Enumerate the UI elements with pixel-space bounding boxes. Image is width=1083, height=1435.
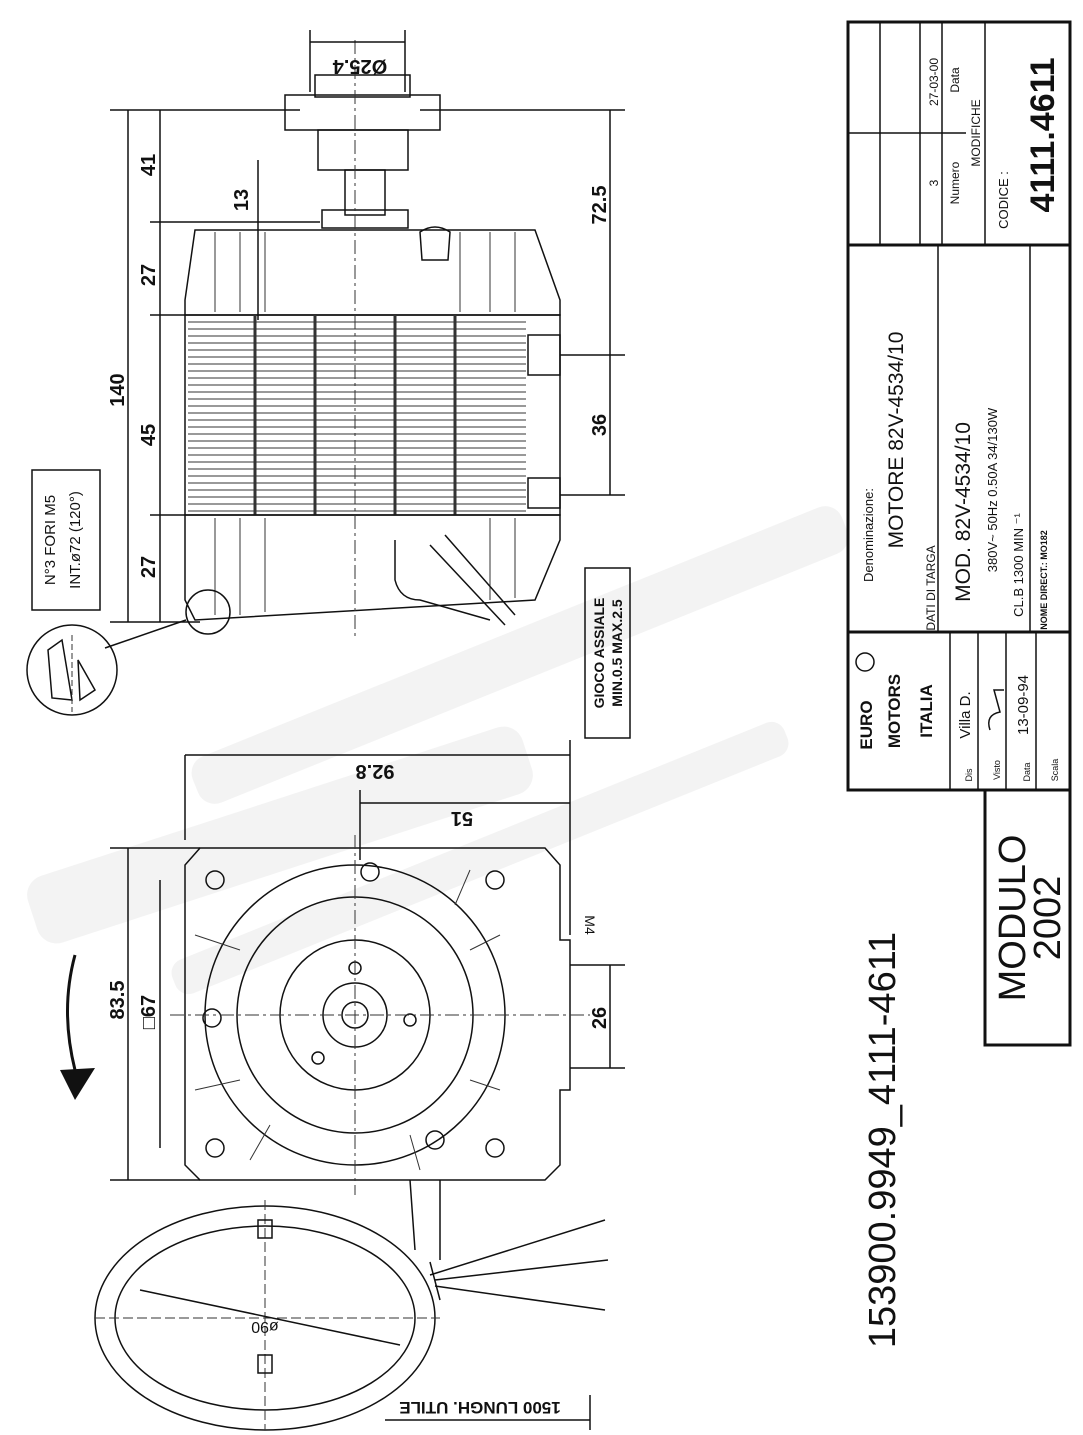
dim-26: 26: [589, 1007, 611, 1029]
axial-play-line1: GIOCO ASSIALE: [591, 598, 607, 709]
modulo-label: MODULO: [992, 835, 1034, 1002]
denominazione-label: Denominazione:: [861, 488, 876, 582]
dim-loop-diameter: ø90: [251, 1318, 279, 1335]
bracket-boss: [419, 226, 451, 261]
stator-laminations: [184, 314, 561, 516]
data-value: 13-09-94: [1015, 675, 1032, 735]
svg-text:ITALIA: ITALIA: [917, 684, 936, 738]
svg-text:MOTORS: MOTORS: [885, 674, 904, 748]
lamination-hatch: [188, 315, 526, 515]
rotation-arrow-head: [60, 1068, 95, 1100]
ratings-value: 380V~ 50Hz 0.50A 34/130W: [985, 407, 1000, 572]
svg-text:EURO: EURO: [857, 700, 876, 749]
dim-cable-length: 1500 LUNGH. UTILE: [399, 1398, 561, 1417]
end-view-dimensions: [110, 740, 625, 1181]
motor-end-view: [170, 835, 590, 1260]
front-bracket: [184, 229, 561, 316]
watermark-site: [191, 506, 849, 804]
dim-140: 140: [107, 373, 129, 406]
side-view-dimensions: [110, 30, 625, 623]
detail-circle: [185, 589, 231, 635]
bearing-cap: [321, 209, 409, 229]
dim-shaft-diameter: Ø25.4: [332, 55, 387, 77]
dim-27-bottom: 27: [138, 556, 160, 578]
euro-motors-italia-logo: EURO MOTORS ITALIA: [855, 652, 936, 750]
dim-36: 36: [589, 414, 611, 436]
hub-flange: [314, 74, 411, 98]
dim-27-top: 27: [138, 264, 160, 286]
cable-loop: [94, 1200, 609, 1431]
dim-67: □67: [138, 995, 160, 1029]
modulo-number: 2002: [1027, 876, 1069, 961]
denominazione-value: MOTORE 82V-4534/10: [885, 332, 908, 549]
dim-13: 13: [231, 189, 253, 211]
end-plate: [184, 847, 571, 1181]
fan-logo-icon: [855, 652, 875, 672]
holes-note-line1: N°3 FORI M5: [42, 495, 59, 585]
dim-83-5: 83.5: [107, 981, 129, 1020]
watermark-email: [171, 721, 789, 995]
dati-targa-label: DATI DI TARGA: [924, 545, 938, 630]
dim-41: 41: [138, 154, 160, 176]
detail-view-mounting-hole: [26, 624, 118, 716]
codice-value: 4111.4611: [1024, 57, 1062, 212]
title-block: [846, 20, 1072, 792]
hub-neck: [317, 129, 409, 171]
dis-label: Dis: [964, 768, 974, 781]
shaft-hub: [284, 94, 441, 131]
mounting-holes: [202, 862, 505, 1158]
axial-play-note-box: [584, 567, 631, 739]
revision-number: 3: [927, 179, 941, 186]
dim-92-8: 92.8: [356, 760, 395, 782]
shaft: [344, 169, 386, 216]
motor-side-view: [26, 40, 561, 716]
nome-direct-value: NOME DIRECT.: MO182: [1039, 530, 1049, 630]
rear-bracket: [184, 514, 561, 621]
detail-leader: [104, 619, 187, 649]
revision-date: 27-03-00: [927, 58, 941, 106]
terminal-tab-bottom: [527, 477, 561, 509]
thread-note-m4: M4: [582, 915, 598, 935]
numero-label: Numero: [948, 161, 962, 204]
dim-72-5: 72.5: [589, 186, 611, 225]
modifiche-label: MODIFICHE: [969, 99, 983, 166]
codice-label: CODICE :: [996, 171, 1011, 229]
signature: [988, 689, 1004, 731]
part-number: 153900.9949_4111-4611: [862, 932, 904, 1348]
watermark: [27, 506, 849, 995]
dim-51: 51: [451, 807, 473, 829]
data-label: Data: [948, 67, 962, 93]
watermark-brand: [27, 726, 533, 944]
rotation-direction-arrow: [66, 954, 77, 1071]
terminal-tab-top: [527, 334, 561, 376]
dim-45: 45: [138, 424, 160, 446]
cable-exit: [394, 540, 491, 621]
class-speed-value: CL.B 1300 MIN ⁻¹: [1011, 512, 1026, 616]
holes-note-box: [31, 469, 101, 611]
visto-label: Visto: [992, 760, 1002, 780]
dis-value: Villa D.: [957, 691, 974, 738]
scala-label: Scala: [1050, 759, 1060, 782]
model-value: MOD. 82V-4534/10: [952, 422, 975, 602]
holes-note-line2: INT.ø72 (120°): [67, 491, 84, 589]
data-field-label: Data: [1022, 762, 1032, 781]
axial-play-line2: MIN.0.5 MAX.2.5: [609, 599, 625, 707]
